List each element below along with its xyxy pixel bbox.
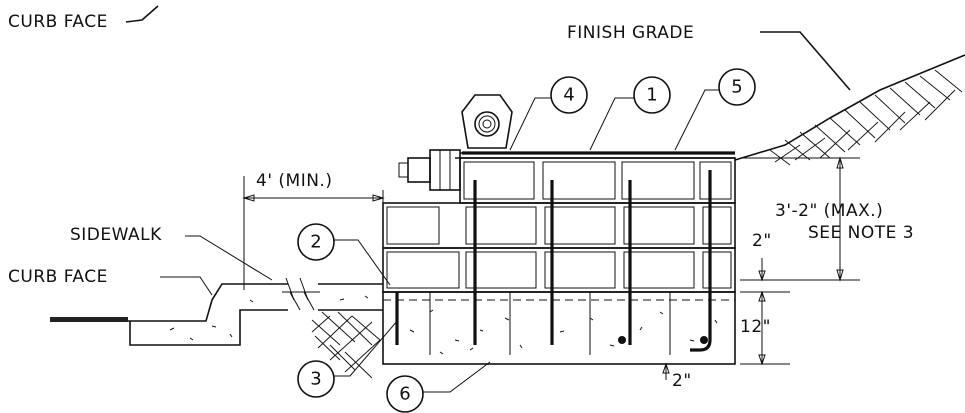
sidewalk-leader bbox=[185, 235, 273, 281]
dim-2-lower-label: 2" bbox=[672, 371, 692, 391]
finish-grade-label: FINISH GRADE bbox=[567, 23, 694, 43]
see-note-label: SEE NOTE 3 bbox=[808, 223, 914, 243]
svg-text:3: 3 bbox=[310, 369, 321, 390]
dim-12-label: 12" bbox=[740, 317, 771, 337]
backfill-slope bbox=[734, 54, 965, 166]
svg-text:1: 1 bbox=[646, 85, 657, 106]
height-dimension bbox=[740, 156, 860, 282]
reinforcing-bars bbox=[395, 151, 735, 355]
min-width-label: 4' (MIN.) bbox=[256, 171, 332, 191]
finish-grade-leader bbox=[760, 31, 851, 91]
dim-2-upper-label: 2" bbox=[752, 231, 772, 251]
wall-blocks bbox=[382, 152, 736, 293]
svg-text:5: 5 bbox=[731, 77, 742, 98]
callout-5: 5 bbox=[674, 68, 756, 151]
callout-3: 3 bbox=[297, 319, 399, 398]
callout-4: 4 bbox=[509, 76, 588, 151]
soil-hatch bbox=[311, 311, 381, 379]
svg-text:6: 6 bbox=[399, 384, 410, 405]
curb-face-leader bbox=[160, 276, 213, 296]
curb-face-top-leader bbox=[125, 5, 159, 23]
footing-dimensions bbox=[662, 258, 790, 380]
curb-and-sidewalk bbox=[50, 277, 383, 346]
callout-6: 6 bbox=[386, 361, 491, 413]
curb-face-top-label: CURB FACE bbox=[8, 12, 108, 32]
max-height-label: 3'-2" (MAX.) bbox=[775, 201, 883, 221]
callout-2: 2 bbox=[297, 223, 391, 286]
curb-face-label: CURB FACE bbox=[8, 267, 108, 287]
hydrant-fitting-icon bbox=[398, 94, 513, 191]
svg-text:2: 2 bbox=[310, 232, 321, 253]
concrete-footing bbox=[382, 291, 736, 365]
svg-text:4: 4 bbox=[563, 85, 574, 106]
callout-1: 1 bbox=[589, 76, 671, 151]
sidewalk-label: SIDEWALK bbox=[70, 225, 162, 245]
